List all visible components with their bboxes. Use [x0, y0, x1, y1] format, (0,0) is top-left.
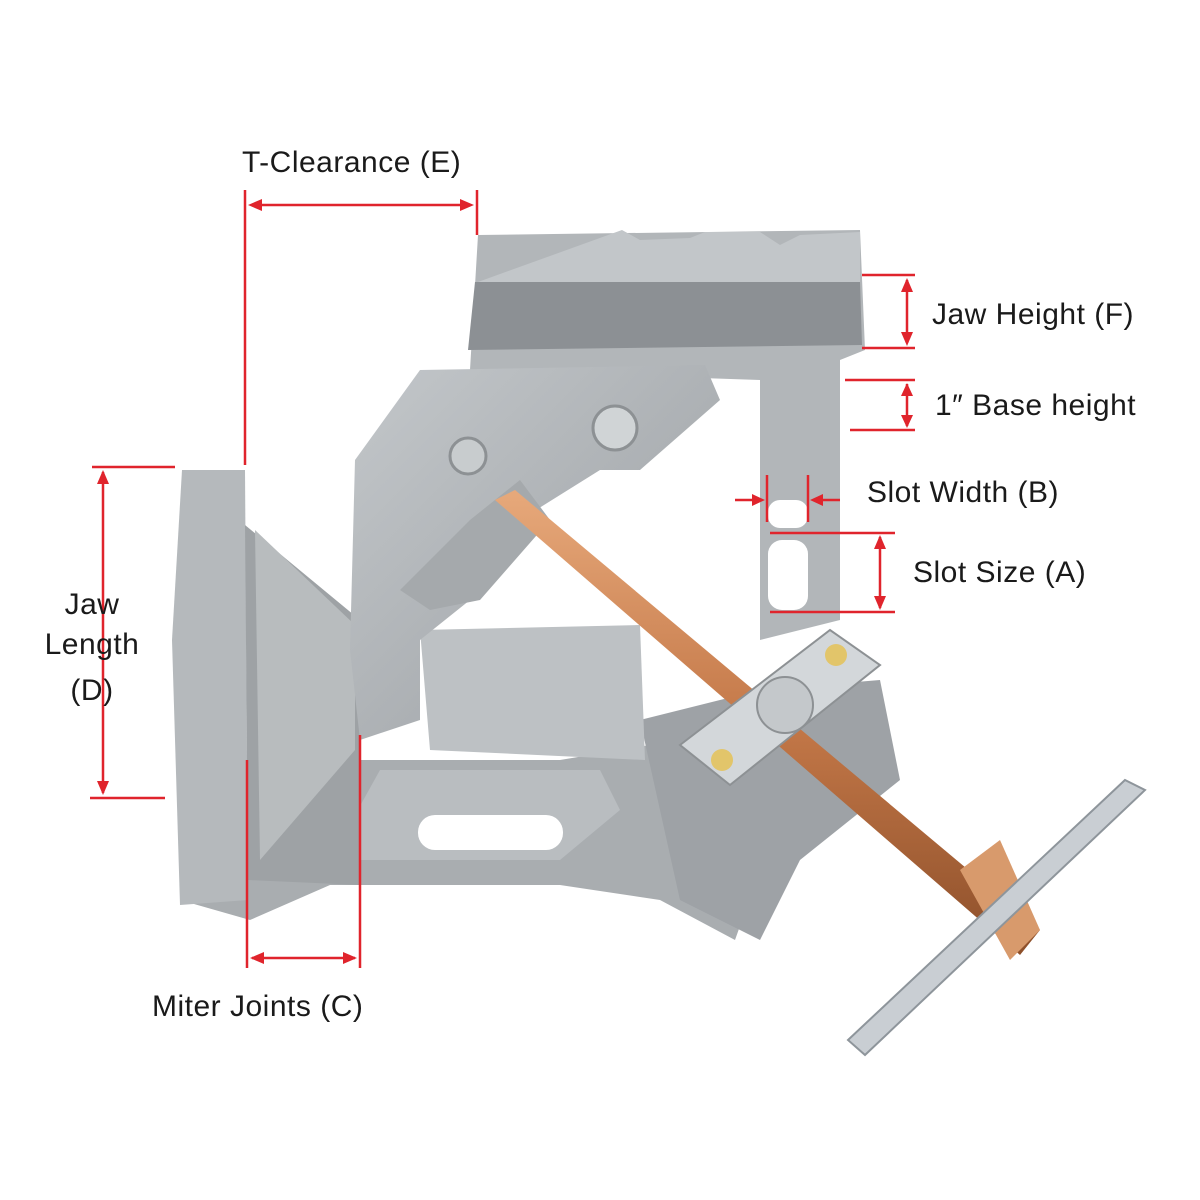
left-jaw	[172, 470, 360, 905]
back-jaw	[468, 230, 865, 640]
jaw-length-line: Jaw	[64, 588, 120, 621]
slot-hole	[768, 500, 808, 528]
miter-joints-label: Miter Joints (C)	[152, 990, 364, 1023]
nut-block	[678, 628, 882, 787]
base-height-label: 1″ Base height	[935, 389, 1137, 422]
slot-hole	[768, 540, 808, 610]
screw-head-icon	[825, 644, 847, 666]
slot-size-label: Slot Size (A)	[913, 556, 1087, 589]
jaw-height-label: Jaw Height (F)	[932, 298, 1135, 331]
t-clearance-label: T-Clearance (E)	[242, 146, 462, 179]
jaw-length-label: Jaw Length (D)	[32, 585, 152, 711]
dimension-lines	[90, 190, 915, 968]
slot-width-label: Slot Width (B)	[867, 476, 1060, 509]
base-slot	[418, 815, 563, 850]
jaw-floor	[420, 625, 645, 760]
t-handle	[846, 778, 1147, 1057]
screw-head-icon	[711, 749, 733, 771]
jaw-length-line: Length	[44, 628, 140, 661]
jaw-length-line: (D)	[70, 674, 114, 707]
